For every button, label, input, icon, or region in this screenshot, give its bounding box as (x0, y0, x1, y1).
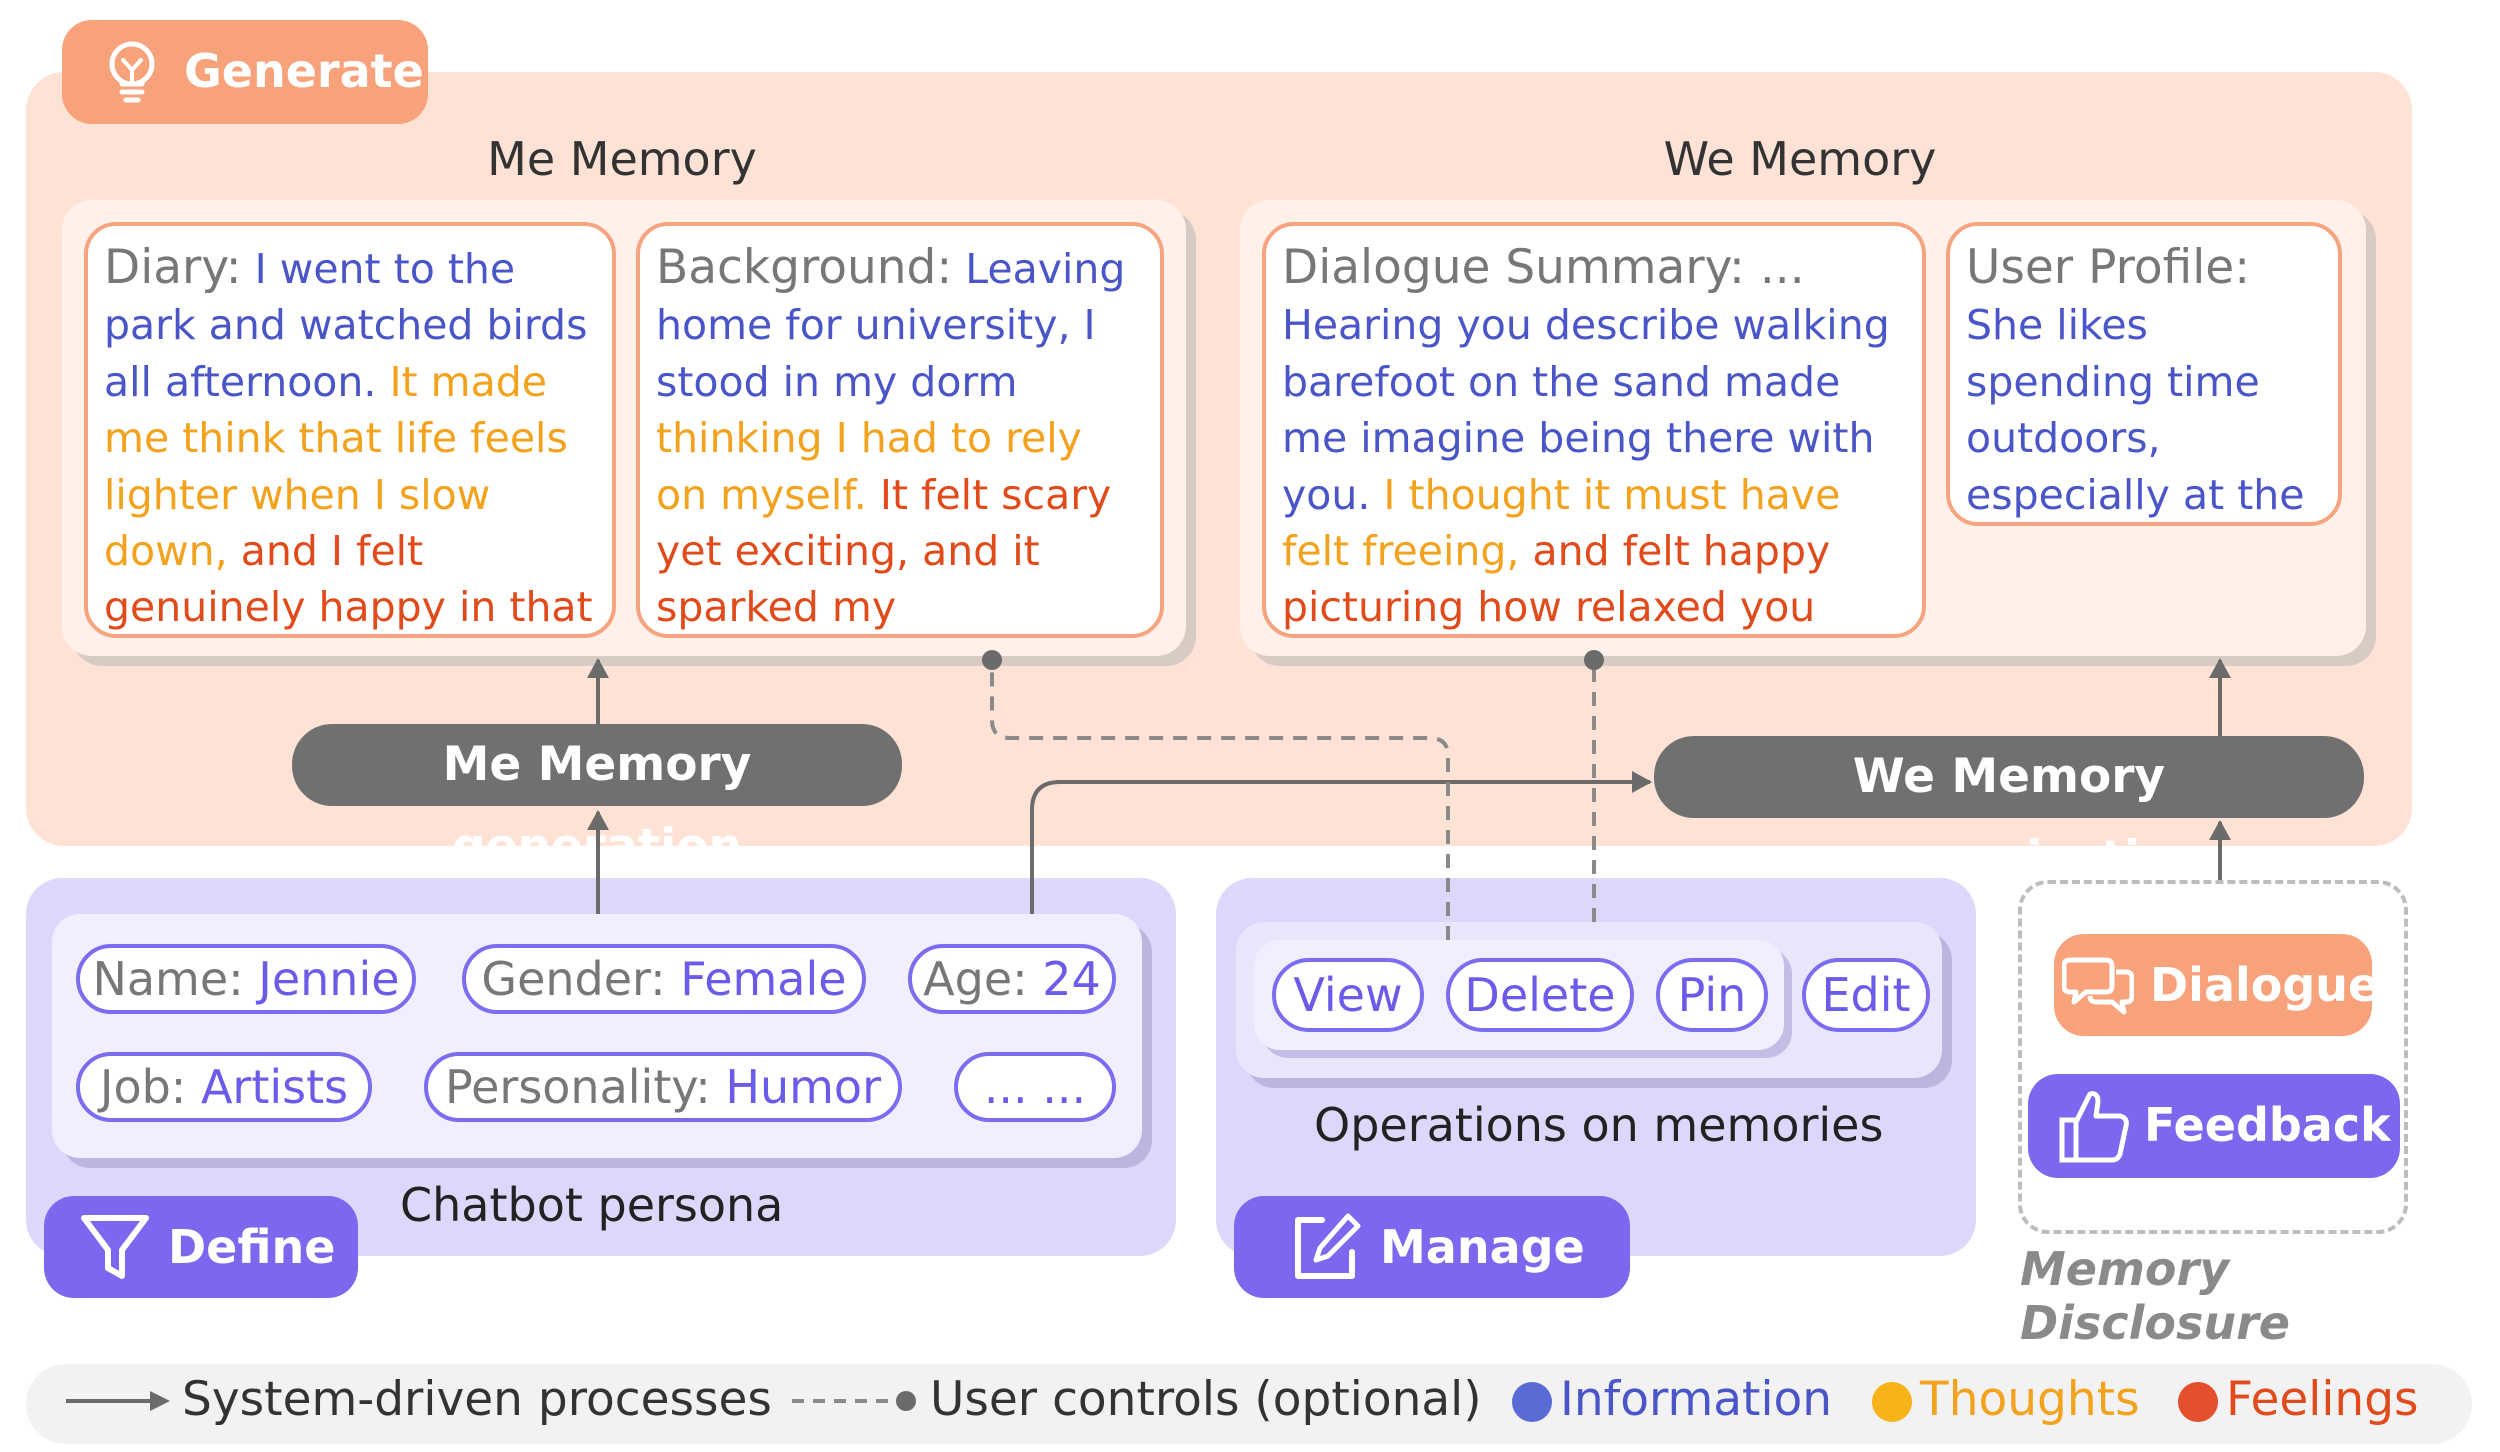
legend (26, 1364, 2472, 1444)
dialogue-label: Dialogue (2150, 958, 2380, 1012)
persona-chip-age[interactable]: Age: 24 (908, 944, 1116, 1014)
memory-disclosure-caption: Memory Disclosure (2020, 1242, 2290, 1350)
feedback-button[interactable]: Feedback (2028, 1074, 2400, 1178)
generate-label: Generate (184, 44, 424, 98)
manage-tag: Manage (1234, 1196, 1630, 1298)
background-card[interactable]: Background: Leaving home for university,… (636, 222, 1164, 638)
background-information: Leaving home for university, I stood in … (656, 245, 1126, 406)
generate-tab: Generate (62, 20, 428, 124)
solid-arrow-legend-icon (66, 1391, 170, 1411)
legend-system-driven: System-driven processes (182, 1372, 772, 1427)
edit-icon (1295, 1213, 1361, 1279)
thoughts-dot-icon (1872, 1382, 1912, 1422)
pin-button[interactable]: Pin (1656, 958, 1768, 1032)
diary-feelings: and I felt genuinely happy in that momen… (104, 527, 593, 632)
dialogue-summary-information: Hearing you describe walking barefoot on… (1282, 301, 1890, 519)
feelings-dot-icon (2178, 1382, 2218, 1422)
legend-feelings: Feelings (2226, 1372, 2419, 1427)
lightbulb-icon (109, 41, 155, 103)
diary-information: I went to the park and watched birds all… (104, 245, 588, 406)
persona-chip-personality[interactable]: Personality: Humor (424, 1052, 902, 1122)
legend-thoughts: Thoughts (1920, 1372, 2140, 1427)
we-memory-title: We Memory (1663, 132, 1937, 186)
legend-user-controls: User controls (optional) (930, 1372, 1482, 1427)
me-memory-generation-process: Me Memory generation (292, 724, 902, 874)
chat-bubbles-icon (2062, 957, 2134, 1015)
dashed-line-legend-icon (792, 1391, 916, 1411)
background-label: Background: (656, 240, 953, 295)
dialogue-button[interactable]: Dialogue (2054, 934, 2379, 1036)
manage-label: Manage (1380, 1220, 1585, 1274)
filter-icon (81, 1215, 149, 1279)
chatbot-persona-caption: Chatbot persona (400, 1178, 784, 1232)
diary-card[interactable]: Diary: I went to the park and watched bi… (84, 222, 616, 638)
dialogue-summary-thoughts: I thought it must have felt freeing, (1282, 470, 1841, 576)
we-memory-summarization-process: We Memory summarization (1654, 736, 2364, 886)
persona-chip-name[interactable]: Name: Jennie (76, 944, 416, 1014)
diary-label: Diary: (104, 240, 242, 295)
user-profile-label: User Profile: (1966, 240, 2251, 295)
view-button[interactable]: View (1272, 958, 1424, 1032)
persona-chip-job[interactable]: Job: Artists (76, 1052, 372, 1122)
operations-caption: Operations on memories (1314, 1098, 1884, 1152)
legend-information: Information (1560, 1372, 1833, 1427)
delete-button[interactable]: Delete (1446, 958, 1634, 1032)
dialogue-summary-card[interactable]: Dialogue Summary: ... Hearing you descri… (1262, 222, 1926, 638)
persona-chip-gender[interactable]: Gender: Female (462, 944, 866, 1014)
define-tag: Define (44, 1196, 358, 1298)
feedback-label: Feedback (2144, 1098, 2391, 1152)
thumbs-up-icon (2059, 1091, 2129, 1163)
disclosure-box (2018, 880, 2408, 1234)
edit-button[interactable]: Edit (1802, 958, 1930, 1032)
background-thoughts: thinking I had to rely on myself. (656, 414, 1082, 519)
user-profile-card[interactable]: User Profile: She likes spending time ou… (1946, 222, 2342, 526)
background-feelings: It felt scary yet exciting, and it spark… (656, 470, 1112, 632)
persona-chip-more[interactable]: ... ... (954, 1052, 1116, 1122)
dialogue-summary-label: Dialogue Summary: ... (1282, 240, 1805, 295)
user-profile-information: She likes spending time outdoors, especi… (1966, 301, 2305, 519)
dialogue-summary-feelings: and felt happy picturing how relaxed you… (1282, 527, 1831, 632)
information-dot-icon (1512, 1382, 1552, 1422)
define-label: Define (168, 1220, 336, 1274)
diary-thoughts: It made me think that life feels lighter… (104, 357, 568, 576)
me-memory-title: Me Memory (487, 132, 757, 186)
